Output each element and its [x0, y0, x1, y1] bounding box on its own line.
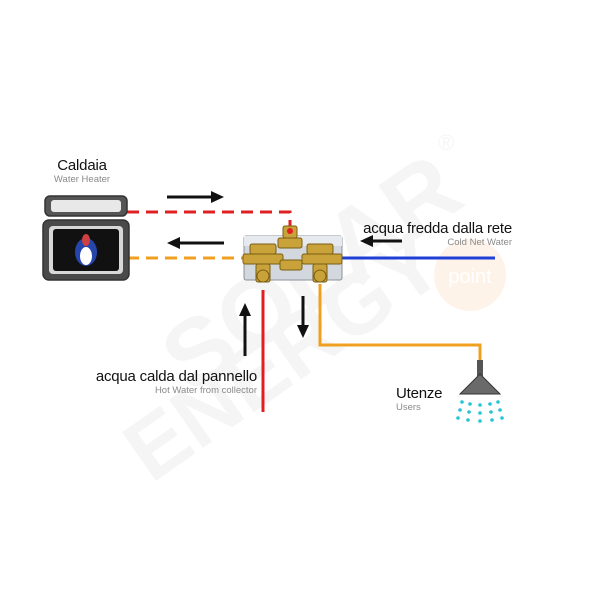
watermark-badge-text: point: [448, 266, 492, 288]
label-cold-in: acqua fredda dalla rete Cold Net Water: [300, 220, 512, 248]
mixing-valve-icon: [242, 225, 343, 283]
shower-head-icon: [456, 360, 504, 423]
label-users-sub: Users: [396, 402, 421, 413]
label-hot-in: acqua calda dal pannello Hot Water from …: [50, 368, 257, 396]
arrow-left-cold-in: [360, 235, 402, 247]
label-cold-in-main: acqua fredda dalla rete: [363, 220, 512, 237]
label-users-main: Utenze: [396, 385, 443, 402]
arrow-down-to-users: [297, 296, 309, 338]
arrow-right-to-valve: [167, 191, 224, 203]
pipes: [127, 210, 495, 412]
pipe-hot-to-boiler: [127, 210, 292, 228]
label-users: Utenze Users: [396, 385, 443, 413]
flow-arrows: [167, 191, 402, 356]
pipe-to-users: [318, 284, 482, 362]
label-boiler-sub: Water Heater: [53, 174, 111, 185]
watermark-badge: point: [434, 239, 506, 311]
arrow-up-hot-in: [239, 303, 251, 356]
label-boiler-main: Caldaia: [57, 157, 107, 174]
watermark-registered: ®: [438, 130, 454, 155]
arrow-left-to-boiler: [167, 237, 224, 249]
label-cold-in-sub: Cold Net Water: [447, 237, 512, 248]
watermark: SOLAR ENERGY ®: [107, 130, 480, 500]
water-heater-icon: [42, 195, 130, 281]
label-hot-in-sub: Hot Water from collector: [154, 385, 257, 396]
label-boiler: Caldaia Water Heater: [40, 157, 124, 185]
label-hot-in-main: acqua calda dal pannello: [95, 368, 257, 385]
